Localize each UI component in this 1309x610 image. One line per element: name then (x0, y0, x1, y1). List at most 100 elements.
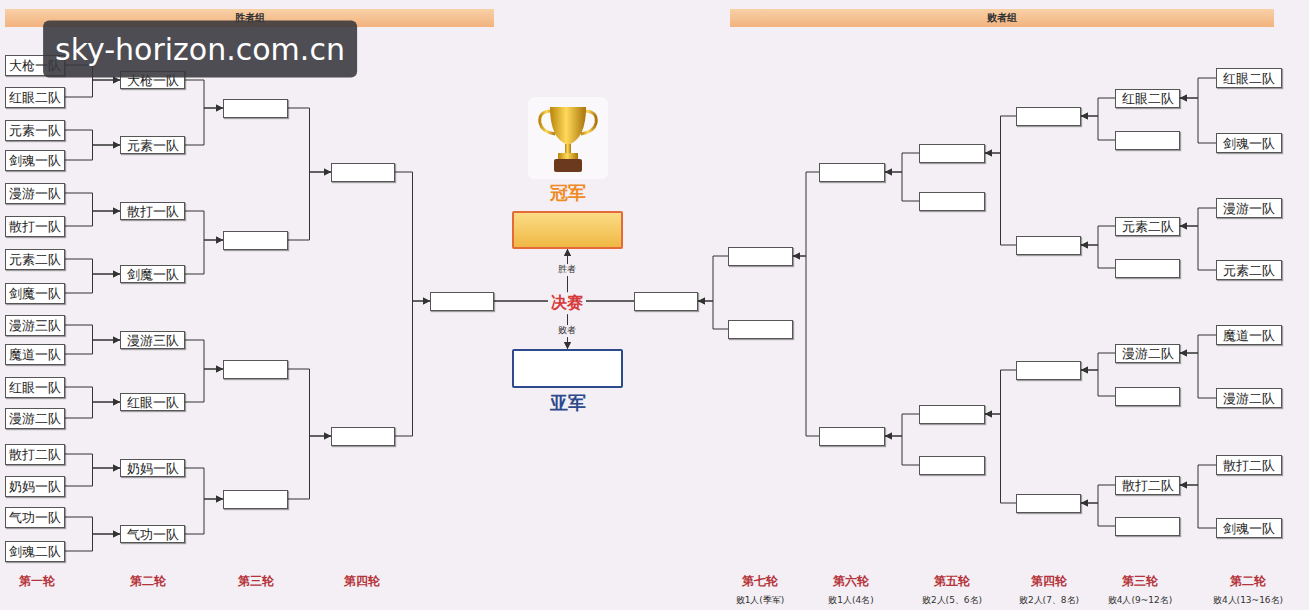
connector-line (65, 325, 120, 340)
arrow-head (113, 337, 120, 344)
connector-line (185, 211, 223, 240)
arrow-head (1180, 350, 1187, 357)
team-name: 奶妈一队 (127, 462, 179, 475)
empty-slot (1115, 387, 1180, 406)
arrow-head (216, 496, 223, 503)
team-box: 漫游二队 (5, 408, 65, 429)
group-title: 败者组 (987, 13, 1017, 23)
connector-line (698, 301, 728, 329)
team-box: 漫游二队 (1115, 344, 1180, 363)
bracket-connector (65, 208, 120, 227)
team-box: 散打二队 (1216, 455, 1282, 475)
arrow-head (113, 142, 120, 149)
round-note: 败2人(5、6名) (922, 596, 982, 606)
arrow-head (216, 237, 223, 244)
empty-slot (1115, 517, 1180, 536)
bracket-connector (185, 366, 223, 403)
connector-line (65, 211, 120, 226)
bracket-connector (985, 370, 1016, 418)
arrow-head (1081, 242, 1088, 249)
bracket-connector (885, 169, 919, 202)
champion-box: 冠军 (512, 211, 623, 249)
bracket-connector (185, 468, 223, 503)
round-label: 第七轮 (742, 575, 778, 588)
arrow-head (885, 169, 892, 176)
team-name: 散打二队 (1122, 479, 1174, 492)
arrow-head (1180, 223, 1187, 230)
connector-line (185, 108, 223, 145)
team-box: 红眼二队 (5, 87, 65, 108)
bracket-connector (1180, 95, 1216, 144)
empty-slot (1016, 236, 1081, 255)
team-name: 红眼一队 (9, 381, 61, 394)
connector-line (793, 172, 819, 256)
arrow-head (113, 142, 120, 149)
team-box: 剑魂一队 (5, 150, 65, 171)
connector-line (65, 454, 120, 468)
team-box: 剑魂二队 (5, 541, 65, 562)
empty-slot (728, 320, 793, 339)
bracket-connector (1081, 367, 1115, 397)
team-name: 红眼二队 (9, 91, 61, 104)
round-label: 第六轮 (833, 575, 869, 588)
team-box: 剑魂一队 (1216, 518, 1282, 538)
bracket-connector (395, 298, 430, 437)
arrow-head (1081, 242, 1088, 249)
bracket-connector (793, 253, 819, 437)
round-note: 败1人(季军) (736, 596, 785, 606)
arrow-head (216, 366, 223, 373)
team-box: 魔道一队 (1216, 325, 1282, 345)
team-box: 散打二队 (1115, 476, 1180, 495)
team-name: 剑魂二队 (9, 545, 61, 558)
team-box: 奶妈一队 (120, 459, 185, 477)
arrow-head (113, 208, 120, 215)
team-box: 气功一队 (120, 525, 185, 543)
team-name: 元素二队 (9, 253, 61, 266)
connector-line (65, 193, 120, 211)
arrow-head (423, 298, 430, 305)
trophy-icon (528, 97, 608, 179)
watermark: sky-horizon.com.cn (43, 21, 357, 78)
team-name: 元素一队 (9, 124, 61, 137)
bracket-connector (65, 531, 120, 552)
arrow-head (113, 399, 120, 406)
empty-slot (223, 99, 288, 118)
team-name: 奶妈一队 (9, 480, 61, 493)
result-title: 冠军 (550, 184, 586, 202)
team-box: 红眼一队 (5, 377, 65, 398)
connector-line (288, 108, 331, 172)
bracket-connector (793, 172, 819, 260)
bracket-connector (185, 237, 223, 275)
connector-line (985, 153, 1016, 245)
bracket-connector (65, 271, 120, 294)
arrow-head (985, 150, 992, 157)
arrow-head (113, 465, 120, 472)
bracket-connector (65, 399, 120, 419)
arrow-head (324, 433, 331, 440)
empty-slot (919, 192, 985, 211)
arrow-head (1180, 350, 1187, 357)
round-label: 第三轮 (238, 575, 274, 588)
arrow-head (985, 411, 992, 418)
team-box: 漫游一队 (1216, 198, 1282, 218)
team-name: 红眼一队 (127, 396, 179, 409)
arrow-head (423, 298, 430, 305)
arrow-head (564, 342, 571, 349)
connector-line (1180, 98, 1216, 143)
connector-line (185, 340, 223, 369)
connector-line (65, 259, 120, 274)
arrow-head (1081, 500, 1088, 507)
team-box: 红眼一队 (120, 393, 185, 411)
connector-line (65, 402, 120, 418)
empty-slot (819, 163, 885, 182)
connector-line (185, 80, 223, 108)
team-name: 红眼二队 (1122, 92, 1174, 105)
team-box: 散打二队 (5, 444, 65, 465)
bracket-connector (65, 77, 120, 98)
team-box: 剑魂一队 (1216, 133, 1282, 153)
arrow-head (564, 249, 571, 256)
connector-line (288, 436, 331, 499)
bracket-connector (65, 142, 120, 161)
arrow-head (113, 271, 120, 278)
